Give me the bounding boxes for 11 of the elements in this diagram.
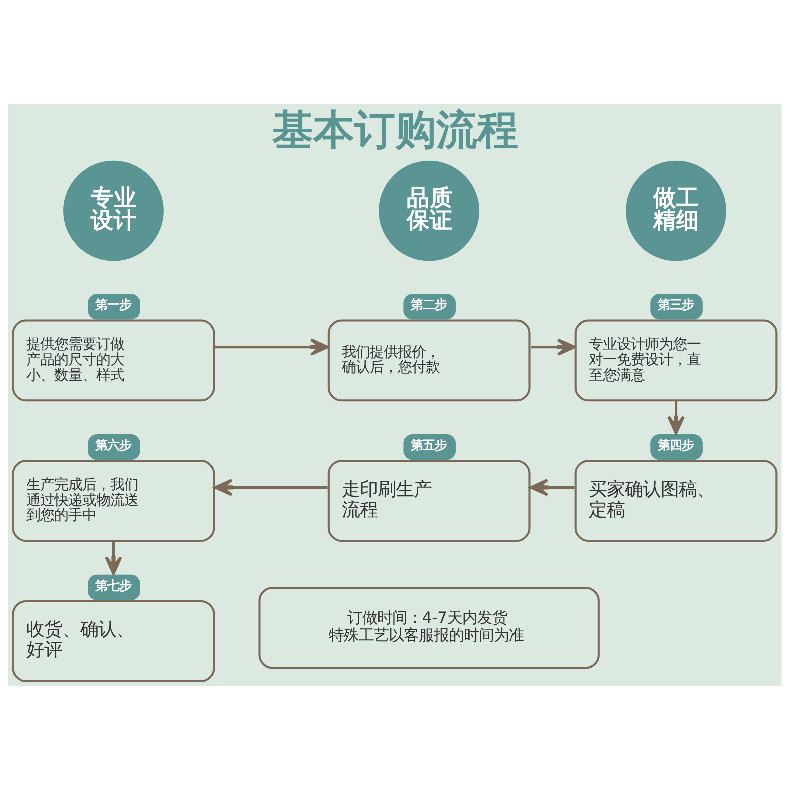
arrow bbox=[531, 338, 576, 356]
arrow bbox=[668, 401, 685, 435]
arrow bbox=[105, 542, 122, 576]
node-circle: 品质保证 bbox=[379, 160, 480, 262]
node-circle: 专业设计 bbox=[64, 160, 164, 262]
arrow bbox=[530, 479, 575, 496]
arrow bbox=[215, 338, 330, 356]
node-circle: 做工精细 bbox=[626, 160, 726, 262]
node-box: 订做时间：4-7天内发货 特殊工艺以客服报的时间为准 bbox=[258, 587, 600, 670]
arrow bbox=[214, 479, 328, 496]
diagram-title: 基本订购流程 bbox=[272, 106, 519, 154]
